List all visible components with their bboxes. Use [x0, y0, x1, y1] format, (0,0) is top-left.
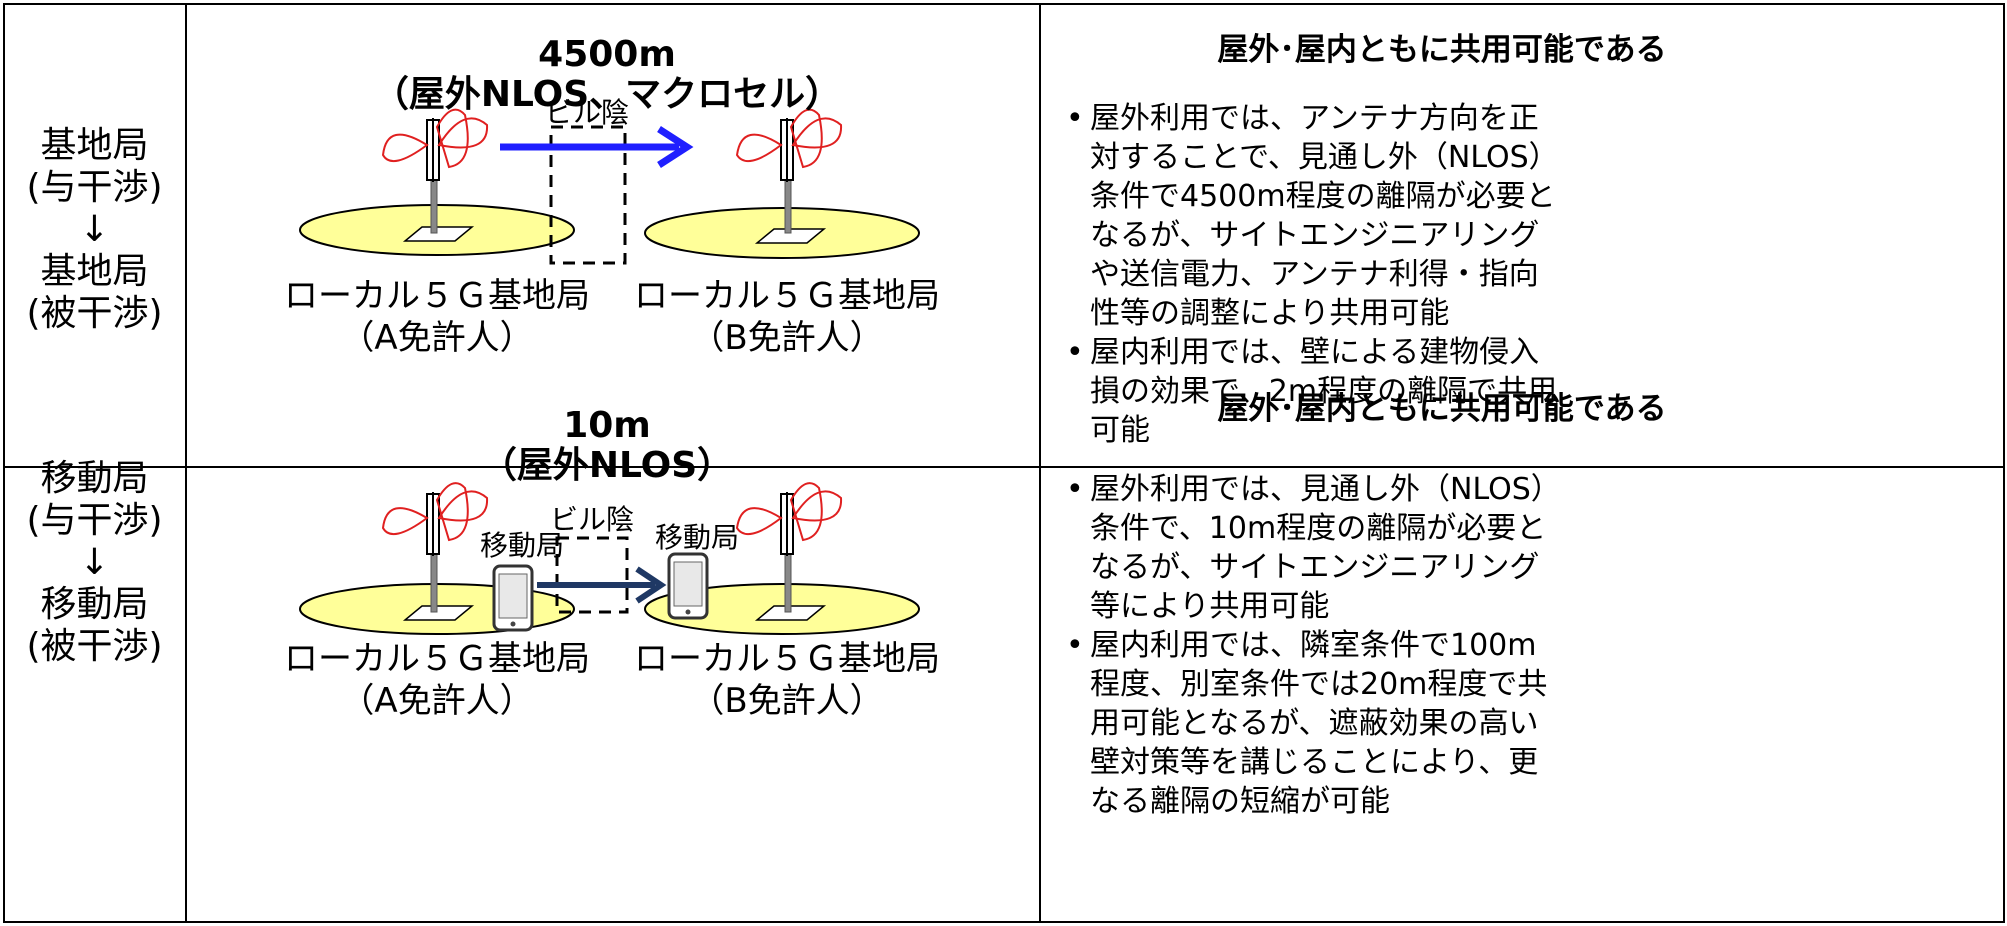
row-2-diagram-svg: [299, 482, 920, 635]
distance-label: 4500m: [538, 34, 676, 75]
right-mobile-label: 移動局: [654, 521, 739, 554]
row-2-label-line: 移動局: [40, 584, 149, 625]
row-2-label-line: ↓: [79, 542, 110, 583]
row-1-label-line: ↓: [79, 209, 110, 250]
condition-label: （屋外NLOS）: [480, 445, 734, 486]
bullet-item: 屋外利用では、見通し外（NLOS）条件で、10m程度の離隔が必要となるが、サイト…: [1062, 470, 1562, 626]
summary-title: 屋外･屋内ともに共用可能である: [1217, 391, 1667, 427]
row-1-description: 屋外･屋内ともに共用可能である 屋外利用では、アンテナ方向を正対することで、見通…: [1062, 24, 2002, 450]
comparison-table: [3, 3, 2005, 923]
left-station-caption: ローカル５Ｇ基地局: [284, 639, 590, 679]
right-station-caption: ローカル５Ｇ基地局: [634, 276, 940, 316]
right-base-station-icon: [644, 108, 920, 259]
left-licensee-caption: （A免許人）: [340, 318, 534, 358]
condition-label: （屋外NLOS、マクロセル）: [372, 74, 842, 115]
row-2-label-line: (被干渉): [26, 626, 163, 667]
building-shadow-box: [555, 536, 629, 614]
left-base-station-icon: [299, 108, 575, 256]
right-licensee-caption: （B免許人）: [690, 318, 884, 358]
right-base-station-icon: [644, 482, 920, 635]
table-border-bottom: [3, 921, 2005, 923]
left-mobile-label: 移動局: [479, 529, 564, 562]
row-2-diagram: 10m （屋外NLOS） ビル陰 移動局 移動局 ローカル５Ｇ基地局 （A免許人…: [187, 405, 1040, 924]
column-divider-2: [1039, 3, 1041, 923]
left-licensee-caption: （A免許人）: [340, 681, 534, 721]
row-1-label-line: 基地局: [40, 125, 149, 166]
building-label: ビル陰: [549, 503, 634, 536]
row-2-label: 移動局 (与干渉) ↓ 移動局 (被干渉): [3, 458, 186, 668]
left-smartphone-icon: [492, 564, 534, 632]
table-border-top: [3, 3, 2005, 5]
row-1-diagram: 4500m （屋外NLOS、マクロセル） ビル陰 ローカル５Ｇ基地局 （A免許人…: [187, 5, 1040, 463]
row-1-label-line: (与干渉): [26, 167, 163, 208]
bullet-item: 屋外利用では、アンテナ方向を正対することで、見通し外（NLOS）条件で4500m…: [1062, 99, 1562, 333]
bullet-item: 屋内利用では、壁による建物侵入損の効果で、2m程度の離隔で共用可能: [1062, 333, 1562, 450]
interference-arrow: [537, 566, 667, 604]
interference-arrow: [500, 126, 694, 168]
row-1-label-line: 基地局: [40, 251, 149, 292]
right-smartphone-icon: [667, 552, 709, 620]
table-border-left: [3, 3, 5, 923]
distance-label: 10m: [563, 405, 651, 446]
row-2-label-line: 移動局: [40, 458, 149, 499]
bullet-list: 屋外利用では、見通し外（NLOS）条件で、10m程度の離隔が必要となるが、サイト…: [1062, 470, 1562, 821]
right-station-caption: ローカル５Ｇ基地局: [634, 639, 940, 679]
building-label: ビル陰: [544, 96, 629, 129]
column-divider-1: [185, 3, 187, 923]
bullet-list: 屋外利用では、アンテナ方向を正対することで、見通し外（NLOS）条件で4500m…: [1062, 99, 1562, 450]
row-2-description: 屋外･屋内ともに共用可能である 屋外利用では、見通し外（NLOS）条件で、10m…: [1062, 383, 2002, 821]
row-2-label-line: (与干渉): [26, 500, 163, 541]
row-divider: [3, 466, 2005, 468]
row-1-label: 基地局 (与干渉) ↓ 基地局 (被干渉): [3, 125, 186, 335]
bullet-item: 屋内利用では、隣室条件で100m程度、別室条件では20m程度で共用可能となるが、…: [1062, 626, 1562, 821]
table-border-right: [2003, 3, 2005, 923]
row-1-label-line: (被干渉): [26, 293, 163, 334]
left-station-caption: ローカル５Ｇ基地局: [284, 276, 590, 316]
row-1-diagram-svg: [299, 108, 920, 265]
building-shadow-box: [549, 125, 627, 265]
summary-title: 屋外･屋内ともに共用可能である: [1217, 32, 1667, 68]
right-licensee-caption: （B免許人）: [690, 681, 884, 721]
